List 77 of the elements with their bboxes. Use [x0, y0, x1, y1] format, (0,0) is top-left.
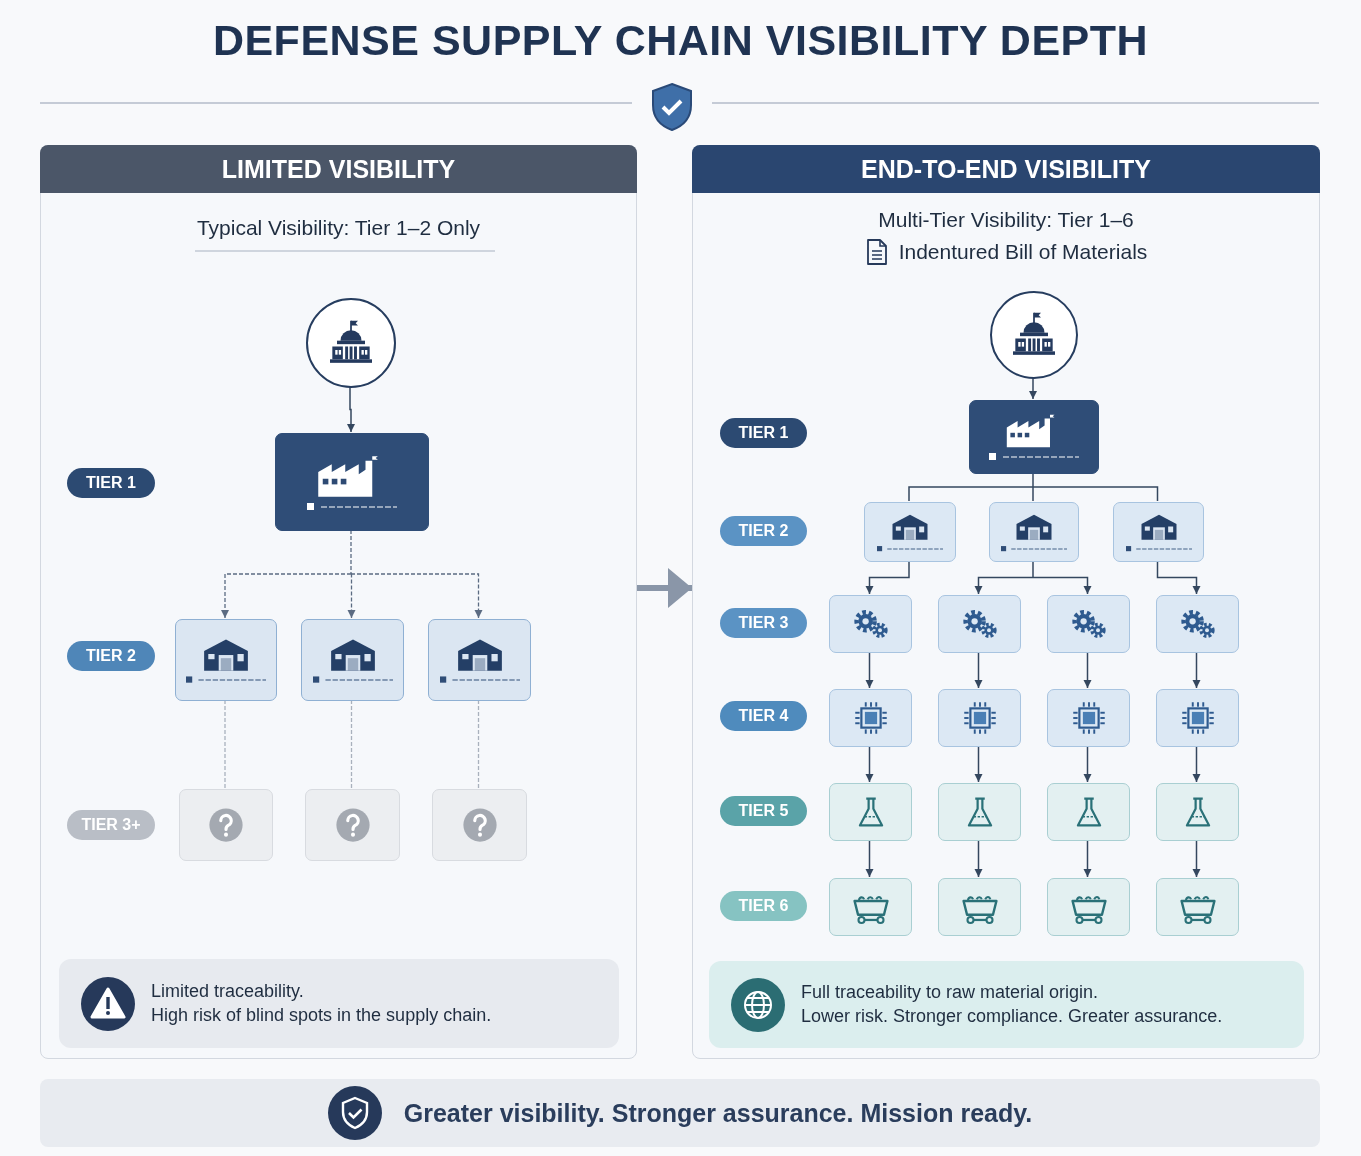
note-text: Limited traceability. [151, 981, 305, 1002]
subtitle: Indentured Bill of Materials [898, 240, 1148, 264]
arrow [1192, 839, 1201, 878]
note-text: Full traceability to raw material origin. [801, 982, 1100, 1003]
arrow [350, 573, 483, 619]
note-text: Lower risk. Stronger compliance. Greater assurance. [801, 1006, 1223, 1027]
supplier-box [938, 878, 1021, 936]
supplier-box [938, 689, 1021, 747]
panel [40, 145, 637, 1059]
banner-text: Greater visibility. Stronger assurance. Mission ready. [403, 1098, 1033, 1128]
arrow [347, 386, 355, 433]
chevron-arrow [637, 568, 692, 608]
note-box [59, 959, 619, 1048]
tier-pill: TIER 2 [720, 516, 807, 546]
arrow [347, 573, 356, 619]
tier-pill: TIER 1 [720, 418, 807, 448]
arrow [1192, 745, 1201, 783]
arrow [974, 745, 983, 783]
arrow [865, 839, 874, 878]
arrow [1083, 745, 1092, 783]
supplier-box [179, 789, 273, 861]
arrow [865, 651, 874, 689]
subtitle: Typical Visibility: Tier 1–2 Only [195, 216, 482, 240]
arrow [1083, 651, 1092, 689]
tier-pill: TIER 5 [720, 796, 807, 826]
supplier-box [829, 878, 912, 936]
arrow [974, 576, 1034, 595]
arrow [865, 745, 874, 783]
arrow [1156, 560, 1201, 595]
connector-line [350, 529, 352, 575]
subtitle: Multi-Tier Visibility: Tier 1–6 [877, 208, 1135, 232]
supplier-box [969, 400, 1099, 474]
tier-pill: TIER 3+ [67, 810, 155, 840]
supplier-box [432, 789, 527, 861]
supplier-box [175, 619, 277, 701]
supplier-box [1156, 878, 1239, 936]
panel [692, 145, 1320, 1059]
supplier-box [1047, 595, 1130, 653]
note-box [709, 961, 1304, 1048]
tier-pill: TIER 6 [720, 891, 807, 921]
tier-pill: TIER 1 [67, 468, 155, 498]
arrow [1029, 377, 1037, 400]
supplier-box [829, 689, 912, 747]
supplier-box [1156, 689, 1239, 747]
arrow [1032, 576, 1092, 595]
note-text: High risk of blind spots in the supply chain. [151, 1005, 492, 1026]
arrow [974, 839, 983, 878]
supplier-box [1047, 689, 1130, 747]
tier-pill: TIER 4 [720, 701, 807, 731]
banner [40, 1079, 1320, 1147]
supplier-box [864, 502, 956, 562]
supplier-box [275, 433, 429, 531]
panel-header: LIMITED VISIBILITY [40, 145, 637, 193]
supplier-box [1047, 783, 1130, 841]
supplier-box [305, 789, 400, 861]
supplier-box [829, 783, 912, 841]
supplier-box [1047, 878, 1130, 936]
supplier-box [989, 502, 1079, 562]
supplier-box [938, 595, 1021, 653]
title: DEFENSE SUPPLY CHAIN VISIBILITY DEPTH [211, 16, 1150, 65]
supplier-box [829, 595, 912, 653]
supplier-box [428, 619, 531, 701]
connector-line [1032, 560, 1034, 579]
connector-line [1032, 472, 1034, 488]
panel-header: END-TO-END VISIBILITY [692, 145, 1320, 193]
supplier-box [1156, 595, 1239, 653]
supplier-box [1113, 502, 1204, 562]
arrow [221, 573, 352, 619]
tier-pill: TIER 2 [67, 641, 155, 671]
supplier-box [938, 783, 1021, 841]
supplier-box [301, 619, 404, 701]
arrow [865, 560, 910, 595]
tier-pill: TIER 3 [720, 608, 807, 638]
arrow [974, 651, 983, 689]
supplier-box [1156, 783, 1239, 841]
arrow [1083, 839, 1092, 878]
arrow [1192, 651, 1201, 689]
